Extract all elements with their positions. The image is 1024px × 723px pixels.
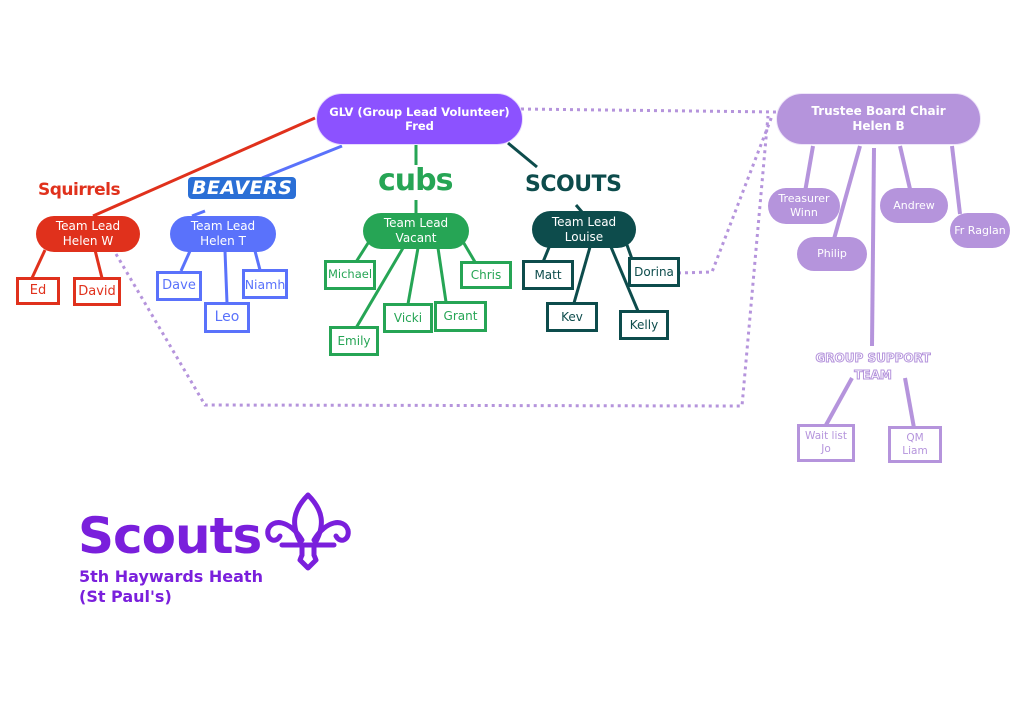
team-lead-role: Team Lead	[551, 214, 617, 229]
dotted-link-dorina-trustee	[677, 115, 774, 275]
team-lead-name: Helen T	[200, 234, 246, 248]
support-member-waitlist[interactable]: Wait list Jo	[797, 424, 855, 462]
support-member-role: Wait list	[805, 430, 847, 443]
beavers-section-label: BEAVERS	[188, 177, 297, 199]
beavers-team-lead[interactable]: Team Lead Helen T	[170, 216, 276, 252]
squirrels-member-david[interactable]: David	[73, 277, 121, 306]
beavers-member-leo[interactable]: Leo	[204, 302, 250, 333]
team-lead-name: Helen W	[62, 234, 114, 248]
cubs-member-grant[interactable]: Grant	[434, 301, 487, 332]
glv-title: GLV (Group Lead Volunteer)	[329, 104, 510, 119]
trustee-chair-title: Trustee Board Chair	[811, 104, 946, 118]
trustee-member-treasurer[interactable]: Treasurer Winn	[768, 188, 840, 224]
link-glv-beavers	[261, 144, 343, 180]
team-lead-role: Team Lead	[190, 219, 256, 233]
link-trustee-philip	[832, 145, 862, 240]
link-glv-squirrels	[92, 116, 316, 218]
group-support-title-line1: GROUP SUPPORT	[815, 351, 931, 366]
link-squirrels-david	[93, 249, 104, 279]
scouts-member-matt[interactable]: Matt	[522, 260, 574, 290]
link-trustee-support	[870, 147, 876, 347]
support-member-qm[interactable]: QM Liam	[888, 426, 942, 463]
dotted-link-glv-trustee	[520, 107, 777, 114]
link-scouts-kelly	[609, 246, 640, 312]
glv-node[interactable]: GLV (Group Lead Volunteer) Fred	[316, 93, 523, 145]
trustee-chair-node[interactable]: Trustee Board Chair Helen B	[776, 93, 981, 145]
link-beavers-leo	[223, 250, 229, 304]
cubs-member-michael[interactable]: Michael	[324, 260, 376, 290]
squirrels-team-lead[interactable]: Team Lead Helen W	[36, 216, 140, 252]
support-member-role: QM	[906, 431, 924, 444]
scouts-team-lead[interactable]: Team Lead Louise	[532, 211, 636, 248]
cubs-member-vicki[interactable]: Vicki	[383, 303, 433, 333]
team-lead-name: Vacant	[395, 231, 437, 245]
scouts-member-kev[interactable]: Kev	[546, 302, 598, 332]
group-name: 5th Haywards Heath (St Paul's)	[79, 567, 263, 607]
link-trustee-treasurer	[803, 145, 815, 193]
link-beavers-dave	[179, 250, 192, 272]
link-cubs-vicki	[406, 247, 420, 305]
trustee-member-philip[interactable]: Philip	[797, 237, 867, 271]
support-member-name: Jo	[821, 443, 831, 455]
team-lead-name: Louise	[564, 229, 604, 244]
cubs-section-label: cubs	[378, 163, 453, 198]
link-cubs-chris	[460, 239, 477, 263]
group-support-title: GROUP SUPPORT TEAM	[806, 350, 940, 384]
link-cubs-grant	[436, 247, 448, 303]
group-name-line1: 5th Haywards Heath	[79, 567, 263, 586]
scouts-wordmark: Scouts	[78, 507, 262, 565]
team-lead-role: Team Lead	[383, 216, 449, 230]
support-member-name: Liam	[902, 444, 928, 457]
link-scouts-lead	[574, 204, 584, 213]
trustee-member-name: Fr Raglan	[954, 223, 1006, 237]
link-trustee-fraglan	[950, 145, 962, 215]
dotted-link-squirrels-trustee	[114, 115, 770, 408]
squirrels-member-ed[interactable]: Ed	[16, 277, 60, 305]
team-lead-role: Team Lead	[55, 219, 121, 233]
beavers-member-niamh[interactable]: Niamh	[242, 269, 288, 299]
link-beavers-niamh	[253, 250, 262, 271]
fleur-de-lis-icon	[265, 492, 351, 571]
trustee-member-role: Treasurer	[778, 192, 830, 206]
cubs-member-emily[interactable]: Emily	[329, 326, 379, 356]
cubs-member-chris[interactable]: Chris	[460, 261, 512, 289]
trustee-chair-name: Helen B	[852, 119, 905, 133]
group-support-title-line2: TEAM	[854, 367, 893, 382]
link-support-waitlist	[824, 377, 854, 426]
cubs-team-lead[interactable]: Team Lead Vacant	[363, 213, 469, 249]
link-glv-beavers-lead	[191, 209, 206, 218]
beavers-member-dave[interactable]: Dave	[156, 271, 202, 301]
trustee-member-andrew[interactable]: Andrew	[880, 188, 948, 223]
scouts-section-label: SCOUTS	[525, 172, 622, 197]
trustee-member-fr-raglan[interactable]: Fr Raglan	[950, 213, 1010, 248]
link-support-qm	[903, 377, 916, 429]
trustee-member-name: Philip	[817, 247, 847, 261]
link-squirrels-ed	[30, 249, 47, 279]
trustee-member-name: Andrew	[893, 198, 935, 212]
scouts-member-kelly[interactable]: Kelly	[619, 310, 669, 340]
link-trustee-andrew	[898, 145, 912, 190]
squirrels-section-label: Squirrels	[38, 180, 121, 200]
link-scouts-dorina	[625, 244, 634, 260]
link-scouts-kev	[572, 246, 592, 304]
glv-name: Fred	[405, 119, 434, 133]
group-name-line2: (St Paul's)	[79, 587, 172, 606]
scouts-member-dorina[interactable]: Dorina	[628, 257, 680, 287]
link-glv-scouts	[507, 141, 538, 169]
trustee-member-name: Winn	[790, 206, 818, 219]
link-cubs-emily	[354, 247, 405, 329]
